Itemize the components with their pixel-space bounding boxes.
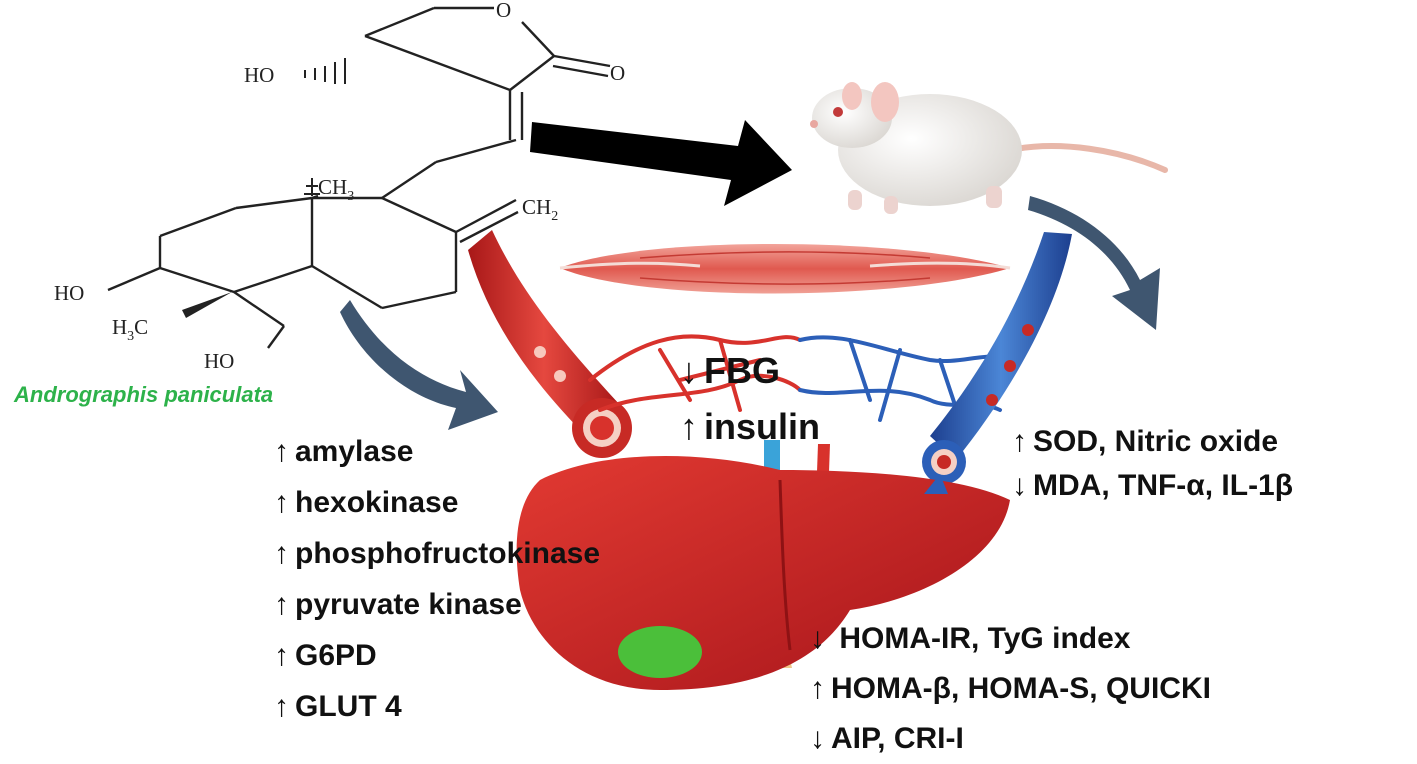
enzyme-item: ↑pyruvate kinase [274,579,600,630]
marker-fbg: ↓FBG [680,343,820,399]
liver-image [516,456,1010,690]
down-arrow-icon: ↓ [810,722,825,755]
plant-name-label: Andrographis paniculata [14,382,274,407]
flow-arrow-left [340,300,498,430]
methylene-label: CH2 [522,195,558,224]
carbonyl-oxygen-label: O [610,61,625,85]
up-arrow-icon: ↑ [1012,425,1027,458]
enzyme-item: ↑G6PD [274,630,600,681]
enzyme-item: ↑amylase [274,426,600,477]
up-arrow-icon: ↑ [274,537,289,570]
hydroxyl-left-label: HO [54,281,84,305]
up-arrow-icon: ↑ [274,486,289,519]
rat-image [810,82,1168,214]
dosing-arrow [530,120,792,206]
methyl-label: CH3 [318,175,354,204]
molecule-labels: O O HO CH3 CH2 HO H3C HO [54,0,625,373]
down-arrow-icon: ↓ [680,350,698,391]
andrographolide-structure [107,6,611,349]
methyl-h3c-label: H3C [112,315,148,344]
liver-enzymes-list: ↑amylase ↑hexokinase ↑phosphofructokinas… [274,426,600,732]
artery-image [468,230,632,458]
oxidative-item: ↓MDA, TNF-α, IL-1β [1012,464,1293,508]
vein-image [922,232,1072,484]
up-arrow-icon: ↑ [810,672,825,705]
enzyme-item: ↑phosphofructokinase [274,528,600,579]
blood-markers-list: ↓FBG ↑insulin [680,343,820,455]
muscle-image [559,244,1011,294]
index-item: ↑HOMA-β, HOMA-S, QUICKI [810,664,1211,714]
metabolic-indices-list: ↓ HOMA-IR, TyG index ↑HOMA-β, HOMA-S, QU… [810,614,1211,764]
index-item: ↓ HOMA-IR, TyG index [810,614,1211,664]
flow-arrow-right [1028,196,1160,330]
up-arrow-icon: ↑ [274,639,289,672]
down-arrow-icon: ↓ [810,622,825,655]
ring-oxygen-label: O [496,0,511,22]
index-item: ↓AIP, CRI-I [810,714,1211,764]
up-arrow-icon: ↑ [274,435,289,468]
hydroxyl-bottom-label: HO [204,349,234,373]
enzyme-item: ↑hexokinase [274,477,600,528]
wedge-bond [182,292,232,318]
marker-insulin: ↑insulin [680,399,820,455]
stereo-bonds [304,58,346,196]
up-arrow-icon: ↑ [274,588,289,621]
up-arrow-icon: ↑ [680,406,698,447]
up-arrow-icon: ↑ [274,690,289,723]
hydroxyl-top-label: HO [244,63,274,87]
down-arrow-icon: ↓ [1012,469,1027,502]
oxidative-markers-list: ↑SOD, Nitric oxide ↓MDA, TNF-α, IL-1β [1012,420,1293,508]
oxidative-item: ↑SOD, Nitric oxide [1012,420,1293,464]
circulation-arrow-icon [924,474,948,494]
enzyme-item: ↑GLUT 4 [274,681,600,732]
